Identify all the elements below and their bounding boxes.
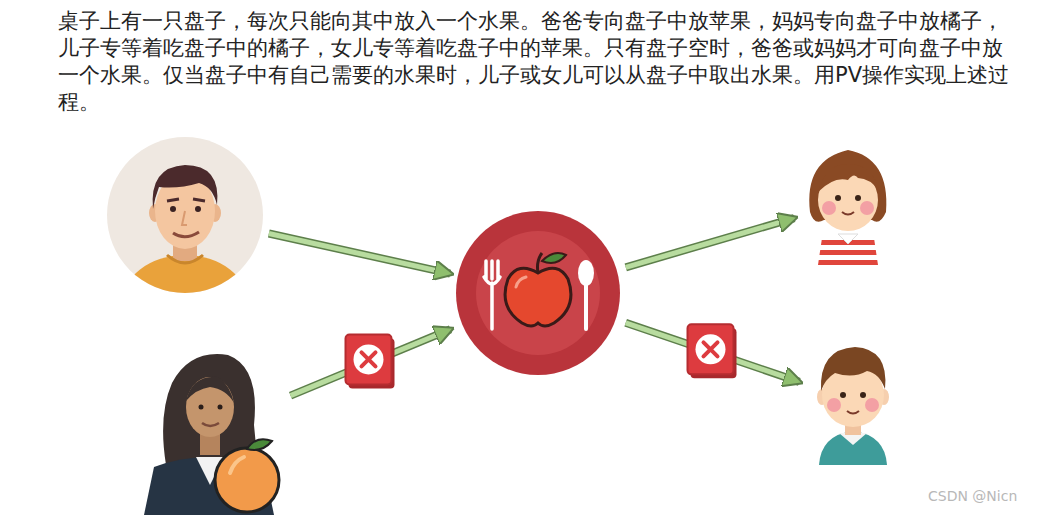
arrow-group <box>269 234 450 274</box>
smile <box>842 212 854 215</box>
arrow-group <box>291 329 451 395</box>
arrow-group <box>626 218 794 267</box>
arrow-connector <box>626 218 794 267</box>
arrow-connector <box>291 329 451 395</box>
collar <box>838 234 858 244</box>
cross-disc <box>696 334 726 364</box>
spoon-handle <box>584 283 588 329</box>
cross-mark <box>704 342 718 356</box>
smile <box>847 411 859 414</box>
arrow-outline <box>269 234 450 274</box>
daughter-figure-art <box>800 140 895 265</box>
shirt-stripe <box>810 260 886 265</box>
fringe <box>818 164 880 192</box>
eye <box>855 195 861 201</box>
eye <box>199 405 204 410</box>
eye <box>840 392 846 398</box>
cheek <box>827 398 841 412</box>
block-cross <box>688 324 737 378</box>
fork <box>484 261 500 329</box>
shirt <box>819 431 887 465</box>
arrow-outline <box>291 329 451 395</box>
mother-figure <box>130 345 285 515</box>
apple-leaf <box>542 253 566 263</box>
cheek <box>822 201 836 215</box>
eye <box>218 405 223 410</box>
arrow-group <box>626 323 800 382</box>
smile <box>173 232 199 237</box>
arrow-outline <box>626 323 800 382</box>
plate-circle-art <box>456 211 620 375</box>
arrow-outline <box>626 218 794 267</box>
block-cross <box>346 334 395 388</box>
apple-shine <box>516 277 526 287</box>
eye <box>835 195 841 201</box>
problem-text: 桌子上有一只盘子，每次只能向其中放入一个水果。爸爸专向盘子中放苹果，妈妈专向盘子… <box>58 8 1018 116</box>
cheek <box>865 398 879 412</box>
leaf <box>247 439 272 450</box>
cross-disc <box>354 344 384 374</box>
hair <box>153 165 218 209</box>
face <box>186 377 234 437</box>
eye <box>170 206 176 212</box>
plate <box>476 231 600 355</box>
cross-box <box>346 334 392 384</box>
plate-rim <box>456 211 620 375</box>
hair <box>821 347 886 391</box>
eye <box>195 206 201 212</box>
son-figure <box>805 335 900 465</box>
father-figure-art <box>107 137 263 293</box>
son-figure-art <box>805 335 900 465</box>
fringe <box>186 377 234 403</box>
orange <box>215 448 279 512</box>
cheek <box>860 201 874 215</box>
apple <box>505 268 571 326</box>
daughter-figure <box>800 140 895 265</box>
collar <box>167 255 203 263</box>
shirt-stripe <box>810 250 886 255</box>
cross-mark <box>362 352 376 366</box>
orange-shine <box>230 457 244 473</box>
arrow-connector <box>626 323 800 382</box>
nose <box>182 211 187 225</box>
arrow-connector <box>269 234 450 274</box>
eyebrows <box>167 199 205 201</box>
mother-figure-art <box>130 345 285 515</box>
shirt <box>810 228 886 265</box>
smile <box>202 423 219 426</box>
apple-stem <box>538 253 543 273</box>
eye <box>860 392 866 398</box>
plate-circle <box>456 211 620 375</box>
father-figure <box>107 137 263 293</box>
watermark: CSDN @Nicn <box>928 488 1017 504</box>
cross-box <box>688 324 734 374</box>
